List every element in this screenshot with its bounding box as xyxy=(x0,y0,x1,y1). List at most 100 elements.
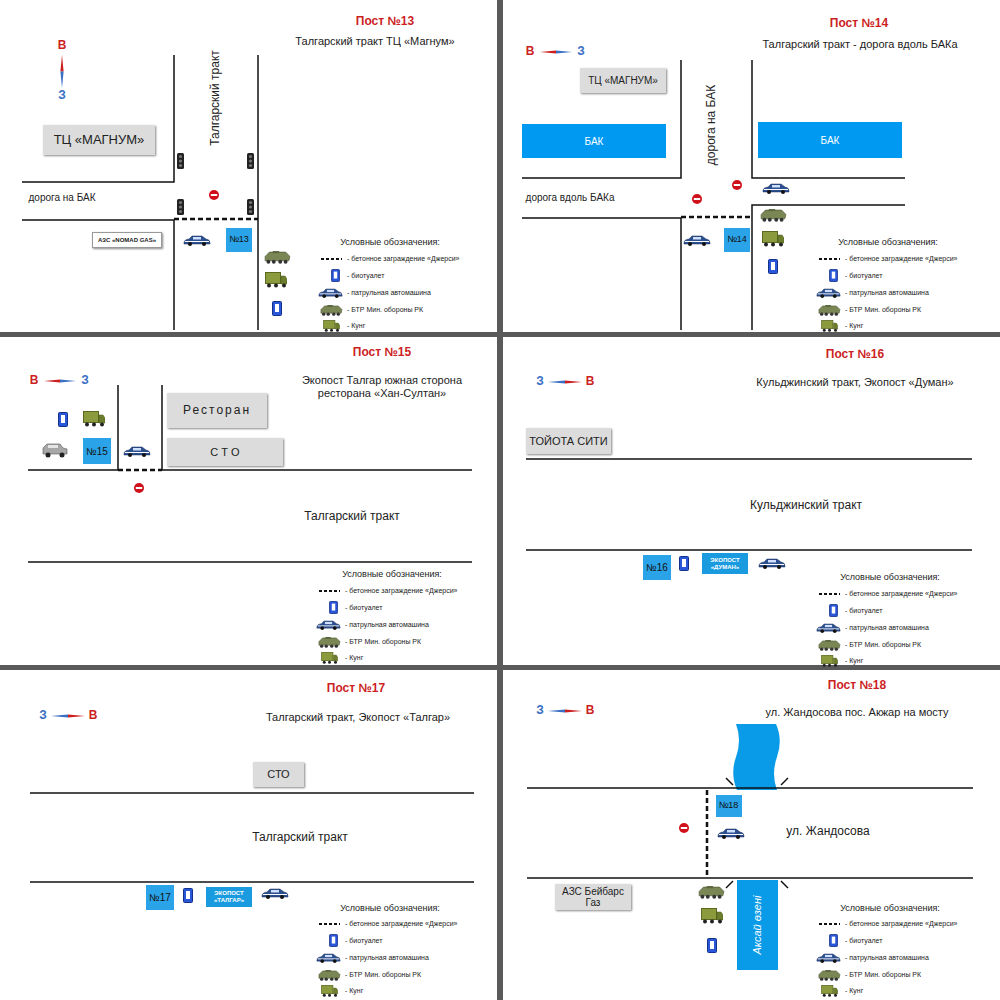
post-title: Пост №14 xyxy=(830,17,888,31)
legend-text: - бетонное заграждение «Джерси» xyxy=(345,587,457,595)
legend-text: - патрульная автомашина xyxy=(845,954,929,962)
river-band: Аксай өзені xyxy=(737,880,778,970)
node-text: №18 xyxy=(719,801,739,811)
post-title: Пост №13 xyxy=(356,15,414,29)
patrol-car xyxy=(124,447,150,457)
compass-letter: В xyxy=(30,374,39,388)
service-building: СТО xyxy=(253,762,304,787)
node-text: ТЦ «МАГНУМ» xyxy=(54,133,145,147)
stop-sign xyxy=(679,823,689,833)
legend-heading: Условные обозначения: xyxy=(342,569,442,579)
mall-building: ТЦ «МАГНУМ» xyxy=(43,125,155,155)
compass-letter: В xyxy=(89,709,98,723)
node-text: ЭКОПОСТ «ДУМАН» xyxy=(705,557,745,570)
compass-arrow xyxy=(556,50,572,53)
compass-letter: З xyxy=(577,45,585,59)
legend-apc-sample xyxy=(819,305,840,316)
canal-band: БАК xyxy=(522,124,666,158)
legend-car-sample xyxy=(817,954,840,963)
legend-text: - Кунг xyxy=(845,987,863,995)
post-number: №14 xyxy=(724,228,750,252)
stop-sign xyxy=(732,180,742,190)
legend-kung-sample xyxy=(322,985,338,996)
legend-text: - Кунг xyxy=(345,654,363,662)
legend-apc-sample xyxy=(319,970,340,981)
legend-toilet-sample xyxy=(330,601,338,613)
ecopost-box: ЭКОПОСТ «ТАЛГАР» xyxy=(206,887,252,907)
legend-apc-sample xyxy=(819,640,840,651)
compass-arrow xyxy=(540,50,556,53)
compass-arrow xyxy=(68,714,85,717)
legend-text: - БТР Мин. обороны РК xyxy=(347,306,423,314)
legend-barrier-sample xyxy=(319,923,340,925)
post-number: №16 xyxy=(643,555,671,580)
traffic-light xyxy=(177,199,184,215)
dealer-building: ТОЙОТА СИТИ xyxy=(526,428,611,454)
legend-text: - биотуалет xyxy=(845,607,883,615)
node-text: ТОЙОТА СИТИ xyxy=(529,435,607,447)
node-text: ТЦ «МАГНУМ» xyxy=(588,75,658,86)
node-text: СТО xyxy=(267,768,289,780)
stop-sign xyxy=(134,483,144,493)
compass-arrow xyxy=(565,380,582,383)
river xyxy=(733,724,780,790)
traffic-light xyxy=(177,153,184,169)
map-icons xyxy=(43,50,840,996)
patrol-car xyxy=(718,829,744,839)
legend-kung-sample xyxy=(822,320,838,331)
road-name: Талгарский тракт xyxy=(209,50,223,146)
post-number: №17 xyxy=(146,885,174,910)
post-title: Пост №16 xyxy=(826,348,884,362)
toilet-icon xyxy=(769,260,778,274)
post-number: №18 xyxy=(716,795,742,817)
legend-text: - биотуалет xyxy=(345,604,383,612)
legend-text: - Кунг xyxy=(845,322,863,330)
post-subtitle: Кульджинский тракт, Экопост «Думан» xyxy=(756,376,953,389)
road-name: ул. Жандосова xyxy=(786,825,869,839)
node-text: №16 xyxy=(646,562,668,573)
legend-heading: Условные обозначения: xyxy=(340,903,440,913)
legend-kung-sample xyxy=(822,985,838,996)
legend-apc-sample xyxy=(819,970,840,981)
legend-text: - патрульная автомашина xyxy=(845,624,929,632)
legend-heading: Условные обозначения: xyxy=(340,237,440,247)
post-subtitle: Талгарский тракт ТЦ «Магнум» xyxy=(295,35,454,48)
node-text: АЗС «NOMAD GAS» xyxy=(98,237,156,244)
legend-toilet-sample xyxy=(830,269,838,281)
kung-truck xyxy=(702,909,724,924)
compass-arrow xyxy=(548,709,565,712)
node-text: БАК xyxy=(821,135,840,146)
road-name: дорога на БАК xyxy=(705,85,719,165)
legend-barrier-sample xyxy=(819,258,840,260)
legend-kung-sample xyxy=(822,655,838,666)
road-name: дорога вдоль БАКа xyxy=(526,192,615,204)
legend-text: - Кунг xyxy=(345,987,363,995)
legend-heading: Условные обозначения: xyxy=(838,237,938,247)
legend-text: - биотуалет xyxy=(347,272,385,280)
compass-letter: З xyxy=(58,89,66,103)
toilet-icon xyxy=(680,557,689,571)
patrol-car xyxy=(184,236,210,246)
ecopost-box: ЭКОПОСТ «ДУМАН» xyxy=(702,553,748,574)
compass-arrow xyxy=(44,379,60,382)
compass-letter: В xyxy=(526,45,535,59)
legend-toilet-sample xyxy=(830,934,838,946)
gas-station: АЗС «NOMAD GAS» xyxy=(92,232,162,248)
legend-text: - бетонное заграждение «Джерси» xyxy=(347,255,459,263)
road-name: дорога на БАК xyxy=(29,192,96,204)
legend-car-sample xyxy=(317,621,340,630)
service-building: С Т О xyxy=(167,438,283,466)
toilet-icon xyxy=(708,939,717,953)
compass-letter: З xyxy=(536,704,544,718)
node-text: №14 xyxy=(727,235,747,245)
post-title: Пост №18 xyxy=(828,679,886,693)
compass-letter: З xyxy=(81,374,89,388)
legend-barrier-sample xyxy=(321,258,342,260)
legend-toilet-sample xyxy=(830,604,838,616)
legend-text: - биотуалет xyxy=(845,272,883,280)
compass-letter: З xyxy=(39,709,47,723)
apc-icon xyxy=(699,886,724,899)
legend-text: - бетонное заграждение «Джерси» xyxy=(845,255,957,263)
legend-barrier-sample xyxy=(819,593,840,595)
